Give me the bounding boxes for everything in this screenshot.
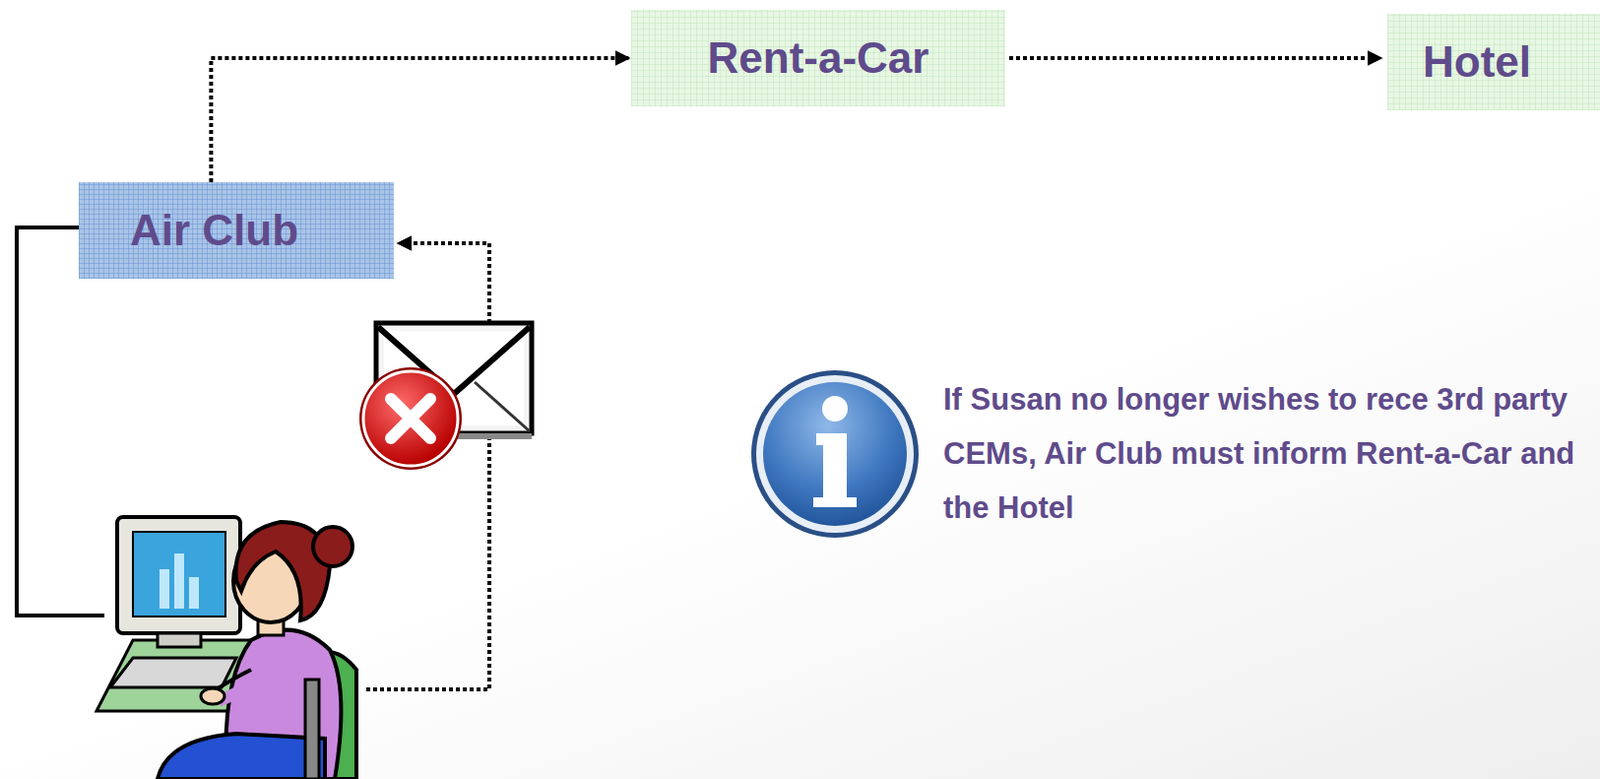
entity-name: Rent-a-Car <box>707 33 930 83</box>
person-at-computer <box>96 516 357 779</box>
solid-login-line <box>16 227 127 616</box>
reject-icon <box>359 367 462 470</box>
info-icon <box>751 370 919 538</box>
entity-box: Air Club <box>78 182 394 279</box>
entity-name: Air Club <box>129 205 299 256</box>
entity-box: Hotel <box>1387 13 1600 111</box>
dotted-connector <box>1009 56 1382 61</box>
entity-name: Hotel <box>1422 37 1532 87</box>
entity-box: Rent-a-Car <box>631 9 1006 107</box>
note-text: If Susan no longer wishes to rece 3rd pa… <box>943 372 1598 535</box>
dotted-connector <box>210 58 630 183</box>
